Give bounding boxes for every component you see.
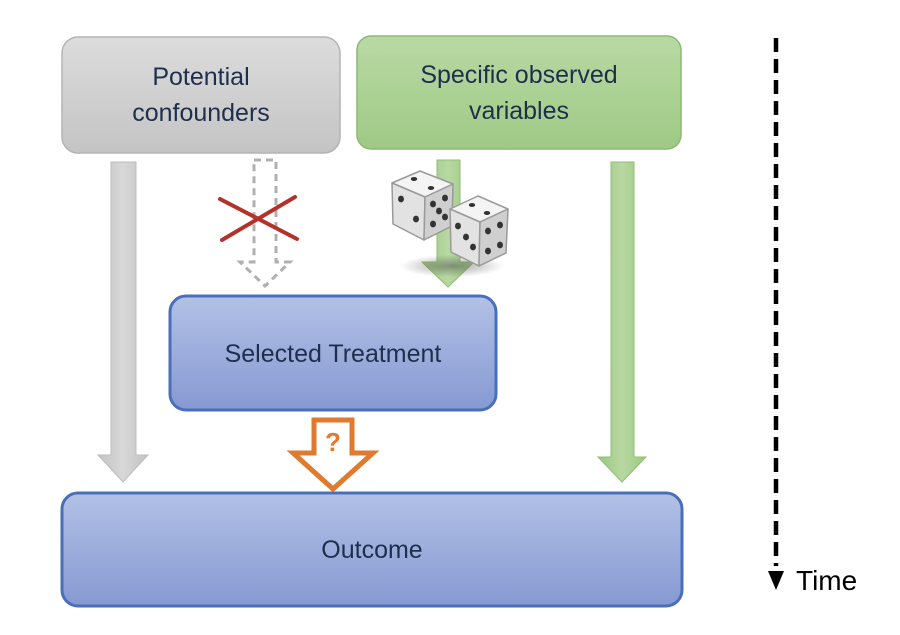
observed-label-line1: Specific observed [420,61,617,89]
time-arrow-icon [768,38,784,590]
outcome-box: Outcome [60,491,684,608]
observed-to-outcome-arrow [596,161,648,483]
blocked-confounders-to-treatment-arrow [236,158,294,289]
time-label: Time [796,565,857,596]
confounders-to-outcome-arrow [96,161,150,483]
dice-icon [391,170,509,277]
treatment-label: Selected Treatment [225,340,442,368]
uncertain-effect-marker: ? [325,427,341,457]
confounders-box: Potential confounders [61,36,341,154]
outcome-label: Outcome [321,536,422,564]
observed-label-line2: variables [469,97,569,125]
observed-variables-box: Specific observed variables [356,35,682,150]
cross-icon [218,195,299,242]
treatment-box: Selected Treatment [168,294,498,412]
confounders-label-line1: Potential [152,63,249,91]
question-arrow-icon: ? [286,417,380,493]
confounders-label-line2: confounders [132,99,270,127]
